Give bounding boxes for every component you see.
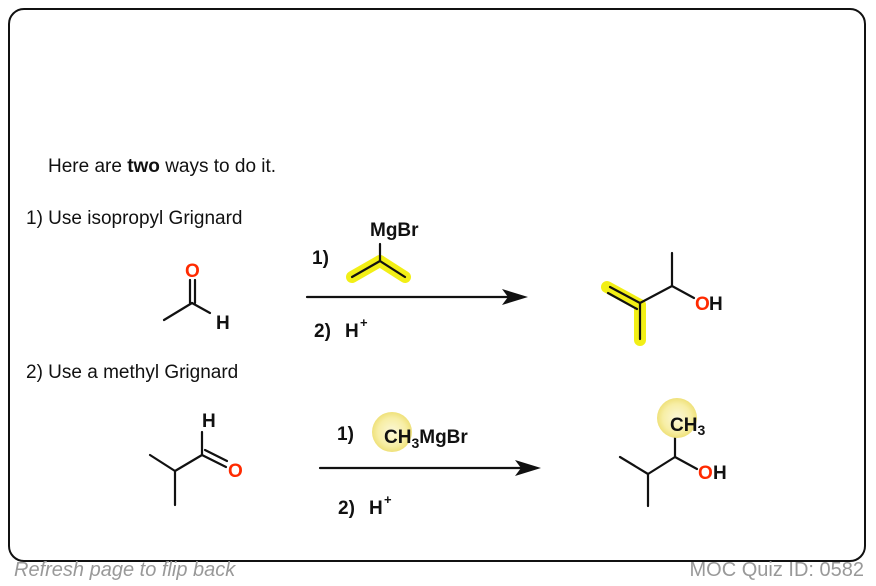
intro-text: Here are two ways to do it.: [48, 156, 276, 178]
methyl-highlight-circle-product: [657, 398, 697, 438]
product-1-structure: [606, 251, 696, 341]
reagent-mgbr: MgBr: [370, 220, 419, 241]
quiz-card: [8, 8, 866, 562]
step2-label-2: 2): [338, 498, 355, 519]
isopropyl-highlight: [346, 255, 411, 283]
product-2-hydrogen: H: [713, 463, 727, 484]
step2-reagent-2: H: [369, 498, 383, 519]
intro-post: ways to do it.: [159, 156, 277, 177]
methyl-highlight-circle-reagent: [372, 412, 412, 452]
step2-charge-1: +: [360, 315, 368, 330]
step1-label-2: 1): [337, 424, 354, 445]
step2-label-1: 2): [314, 321, 331, 342]
isopropyl-group: [350, 242, 407, 279]
acetaldehyde-structure: [162, 278, 212, 322]
product-2-oxygen: O: [698, 463, 713, 484]
isobutyraldehyde-structure: [148, 430, 229, 507]
arrow-head-2: [515, 460, 541, 476]
step2-reagent-1: H: [345, 321, 359, 342]
step2-charge-2: +: [384, 492, 392, 507]
reactant-1-hydrogen: H: [216, 313, 230, 334]
product-1-oxygen: O: [695, 294, 710, 315]
product-2-structure: [618, 435, 699, 508]
product-2-methyl: CH3: [670, 415, 705, 438]
arrow-head-1: [502, 289, 528, 305]
reagent-ch3mgbr: CH3MgBr: [384, 427, 468, 451]
method2-title: 2) Use a methyl Grignard: [26, 362, 239, 383]
refresh-hint: Refresh page to flip back: [14, 559, 236, 581]
method1-title: 1) Use isopropyl Grignard: [26, 208, 243, 229]
reactant-1-oxygen: O: [185, 261, 200, 282]
reactant-2-oxygen: O: [228, 461, 243, 482]
intro-pre: Here are: [48, 156, 128, 177]
quiz-id: MOC Quiz ID: 0582: [689, 559, 864, 581]
intro-bold: two: [127, 156, 160, 177]
reactant-2-hydrogen: H: [202, 411, 216, 432]
product-1-hydrogen: H: [709, 294, 723, 315]
step1-label-1: 1): [312, 248, 329, 269]
